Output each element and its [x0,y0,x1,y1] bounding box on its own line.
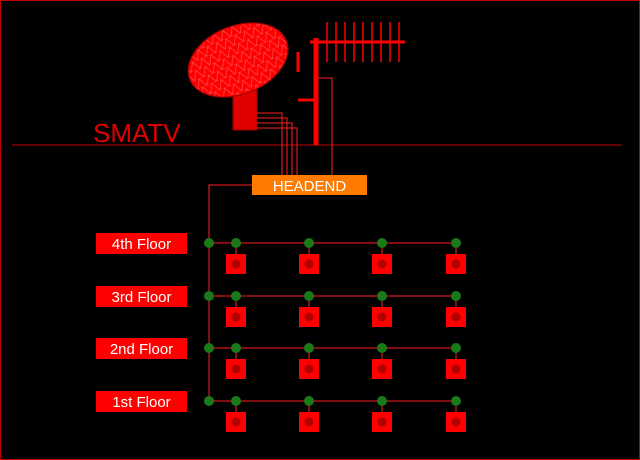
tap-node [451,396,461,406]
tv-outlet-socket [231,417,241,427]
tv-outlet-socket [451,417,461,427]
floor-row: 4th Floor [96,233,466,274]
riser-tap-node [204,343,214,353]
tv-outlet-socket [377,417,387,427]
floor-row: 3rd Floor [96,286,466,327]
tap-node [231,238,241,248]
tv-outlet-socket [304,364,314,374]
tv-outlet-socket [451,364,461,374]
floor-label-box [96,233,187,254]
floor-label: 2nd Floor [110,341,173,358]
tv-outlet-socket [231,364,241,374]
tv-outlet-socket [377,312,387,322]
headend-box [252,175,367,195]
dish-cables [257,112,298,175]
satellite-dish-icon [187,22,289,131]
tv-outlet-socket [377,259,387,269]
tap-node [377,343,387,353]
riser-tap-node [204,238,214,248]
tap-node [377,238,387,248]
tv-outlet-socket [304,417,314,427]
tap-node [231,343,241,353]
tap-node [377,291,387,301]
tv-outlet-socket [231,312,241,322]
tv-outlet-socket [377,364,387,374]
tap-node [451,238,461,248]
yagi-antenna-icon [296,22,405,175]
tv-outlet-socket [451,259,461,269]
floor-label: 3rd Floor [111,289,171,306]
riser-tap-node [204,396,214,406]
tv-outlet-socket [304,312,314,322]
floor-label-box [96,286,187,307]
trunk-cable [208,184,252,401]
floor-label: 4th Floor [112,236,171,253]
tap-node [304,238,314,248]
tap-node [304,396,314,406]
tap-node [451,291,461,301]
tv-outlet-socket [231,259,241,269]
floor-label-box [96,338,187,359]
tap-node [304,343,314,353]
tv-outlet-socket [451,312,461,322]
riser-tap-node [204,291,214,301]
floors-group: 4th Floor 3rd Floor 2nd Floor 1st Floor [96,233,466,432]
tap-node [231,396,241,406]
tap-node [231,291,241,301]
floor-row: 1st Floor [96,391,466,432]
floor-label-box [96,391,187,412]
tap-node [304,291,314,301]
tap-node [377,396,387,406]
diagram-title: SMATV [93,118,181,148]
tv-outlet-socket [304,259,314,269]
floor-row: 2nd Floor [96,338,466,379]
headend-label: HEADEND [273,178,347,195]
tap-node [451,343,461,353]
floor-label: 1st Floor [112,394,170,411]
